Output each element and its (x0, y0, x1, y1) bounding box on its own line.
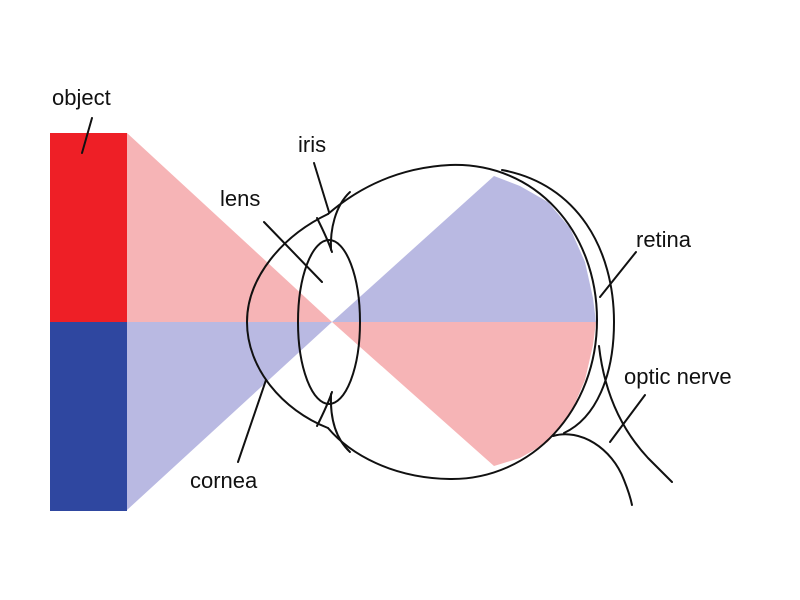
object-leader (81, 117, 93, 154)
cornea-leader (237, 379, 267, 463)
labels: object iris lens retina optic nerve corn… (52, 85, 732, 493)
lens-outline (297, 239, 361, 405)
eye (246, 163, 673, 506)
retina-outline (501, 169, 615, 434)
iris-top-inner (316, 217, 333, 253)
iris-leader (313, 162, 330, 213)
label-cornea: cornea (190, 468, 258, 493)
iris-top-outline (329, 191, 351, 251)
label-lens: lens (220, 186, 260, 211)
blue-ray-incoming (127, 322, 332, 510)
iris-bottom-inner (316, 391, 333, 427)
eyeball-outline (327, 163, 598, 481)
object-top-red (50, 133, 127, 322)
red-ray-incoming (127, 133, 332, 322)
object (50, 133, 127, 511)
iris-bottom-outline (329, 393, 351, 453)
object-bottom-blue (50, 322, 127, 511)
leader-lines (81, 117, 646, 463)
red-ray-projected (332, 322, 596, 466)
optic-nerve-leader (609, 394, 646, 443)
blue-ray-projected (332, 176, 596, 322)
label-retina: retina (636, 227, 692, 252)
optic-nerve-upper (598, 345, 673, 483)
optic-nerve-lower (552, 433, 633, 506)
retina-leader (599, 251, 637, 298)
label-object: object (52, 85, 111, 110)
lens-leader (263, 221, 323, 283)
label-optic-nerve: optic nerve (624, 364, 732, 389)
label-iris: iris (298, 132, 326, 157)
cornea-outline (246, 213, 329, 429)
light-rays (127, 133, 596, 510)
